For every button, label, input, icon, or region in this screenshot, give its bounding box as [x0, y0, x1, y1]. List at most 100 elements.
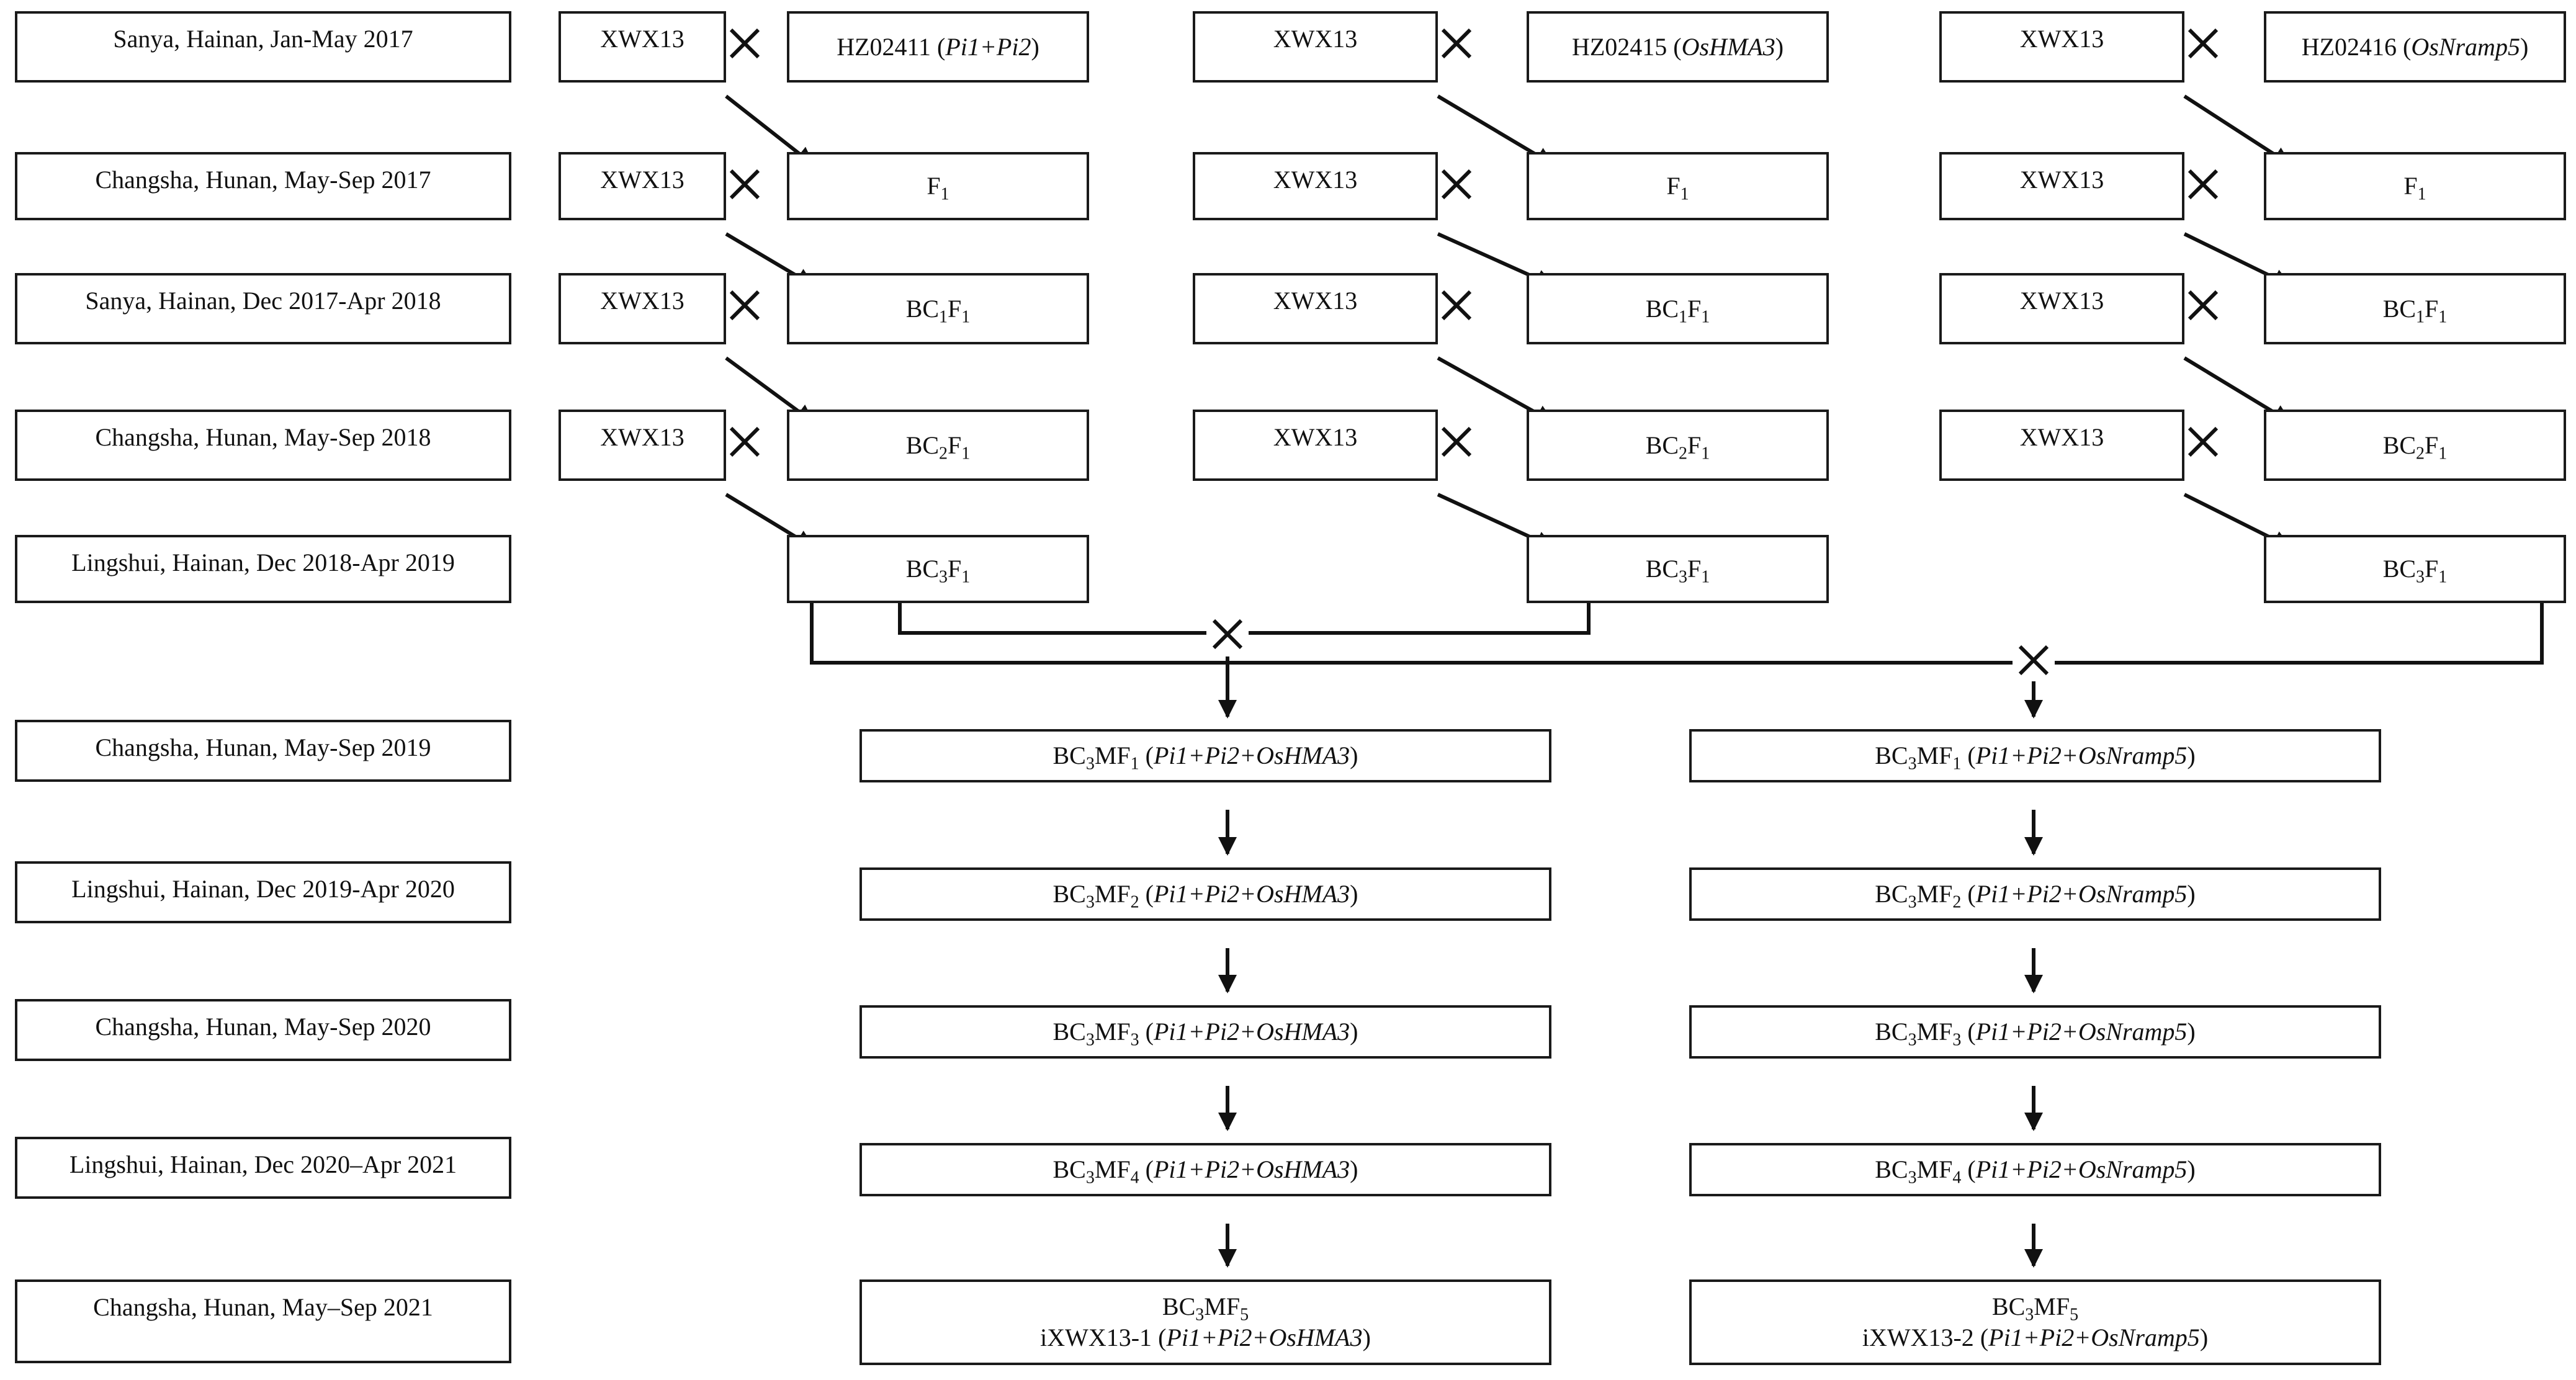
label-part: BC	[1052, 880, 1086, 908]
label-part: 3	[1679, 567, 1688, 587]
label-part: F	[2425, 294, 2439, 323]
recurrent-parent-box: XWX13	[1939, 273, 2184, 344]
label-part: F	[1687, 294, 1702, 323]
label-part: MF	[1916, 1018, 1953, 1046]
label-part: BC	[2382, 555, 2417, 583]
recurrent-parent-box: XWX13	[1193, 410, 1438, 481]
recurrent-parent-box: XWX13	[1193, 273, 1438, 344]
recurrent-parent-box: XWX13	[1939, 152, 2184, 220]
season-text: Lingshui, Hainan, Dec 2019-Apr 2020	[71, 875, 455, 903]
bc1f1-box: BC1F1	[1527, 273, 1829, 344]
gene-combination: Pi1+Pi2+OsHMA3	[1154, 1155, 1350, 1183]
recurrent-parent-label: XWX13	[2019, 287, 2104, 315]
season-label: Lingshui, Hainan, Dec 2020–Apr 2021	[15, 1137, 511, 1199]
label-part: F	[1687, 431, 1702, 459]
cross-symbol	[1435, 284, 1478, 326]
label-part: 2	[1952, 892, 1962, 912]
recurrent-parent-box: XWX13	[1939, 11, 2184, 83]
bc3mf-box: BC3MF1 (Pi1+Pi2+OsNramp5)	[1689, 729, 2381, 782]
label-part: BC	[1052, 742, 1086, 769]
label-part: MF	[1094, 1155, 1131, 1183]
season-label: Changsha, Hunan, May-Sep 2017	[15, 152, 511, 220]
recurrent-parent-label: XWX13	[1273, 166, 1358, 194]
cross-symbol	[724, 163, 766, 205]
gene-combination: Pi1+Pi2+OsNramp5	[1988, 1324, 2200, 1351]
label-part: F	[1687, 555, 1702, 583]
recurrent-parent-label: XWX13	[600, 25, 684, 53]
label-part: BC	[1875, 1018, 1908, 1046]
label-part: 1	[1701, 443, 1710, 463]
label-part: BC	[905, 555, 940, 583]
bc3mf-box: BC3MF4 (Pi1+Pi2+OsNramp5)	[1689, 1143, 2381, 1196]
season-text: Changsha, Hunan, May-Sep 2019	[95, 733, 431, 761]
label-part: F	[927, 172, 941, 200]
label-part: 1	[1701, 567, 1710, 587]
season-text: Changsha, Hunan, May-Sep 2018	[95, 423, 431, 451]
label-part: 3	[1130, 1030, 1139, 1050]
bc1f1-box: BC1F1	[2264, 273, 2566, 344]
label-part: BC	[1645, 431, 1679, 459]
cross-symbol	[2182, 284, 2224, 326]
recurrent-parent-label: XWX13	[2019, 423, 2104, 451]
label-part: 3	[2025, 1305, 2034, 1325]
label-part: BC	[1162, 1293, 1196, 1320]
label-part: MF	[1916, 1155, 1953, 1183]
cross-symbol	[724, 22, 766, 65]
label-part: 1	[2438, 443, 2448, 463]
bc3mf-box: BC3MF4 (Pi1+Pi2+OsHMA3)	[859, 1143, 1551, 1196]
gene-combination: Pi1+Pi2+OsNramp5	[1975, 742, 2188, 769]
label-part: BC	[905, 431, 940, 459]
bc3f1-box: BC3F1	[787, 535, 1089, 603]
recurrent-parent-label: XWX13	[1273, 423, 1358, 451]
label-part: BC	[1875, 742, 1908, 769]
cross-symbol	[2013, 639, 2055, 681]
bc2f1-box: BC2F1	[1527, 410, 1829, 481]
season-label: Changsha, Hunan, May-Sep 2019	[15, 720, 511, 782]
donor-gene: OsNramp5	[2411, 32, 2520, 61]
recurrent-parent-label: XWX13	[600, 166, 684, 194]
gene-combination: Pi1+Pi2+OsNramp5	[1975, 1155, 2188, 1183]
season-text: Sanya, Hainan, Jan-May 2017	[113, 25, 413, 53]
label-part: BC	[1645, 555, 1679, 583]
recurrent-parent-label: XWX13	[600, 423, 684, 451]
cross-symbol	[2182, 421, 2224, 463]
season-text: Changsha, Hunan, May–Sep 2021	[93, 1293, 433, 1321]
bc3mf-box: BC3MF3 (Pi1+Pi2+OsHMA3)	[859, 1005, 1551, 1059]
label-part: 3	[1085, 754, 1095, 774]
label-part: 1	[1680, 184, 1689, 204]
label-part: 1	[1952, 754, 1962, 774]
recurrent-parent-box: XWX13	[1193, 152, 1438, 220]
label-part: 1	[2416, 307, 2425, 326]
label-part: F	[2403, 172, 2418, 200]
bc3f1-box: BC3F1	[1527, 535, 1829, 603]
label-part: 4	[1952, 1168, 1962, 1188]
donor-parent-box: HZ02415 (OsHMA3)	[1527, 11, 1829, 83]
label-part: 3	[1952, 1030, 1962, 1050]
gene-combination: Pi1+Pi2+OsHMA3	[1154, 1018, 1350, 1046]
label-part: F	[948, 555, 962, 583]
donor-parent-box: HZ02411 (Pi1+Pi2)	[787, 11, 1089, 83]
label-part: BC	[1875, 880, 1908, 908]
label-part: BC	[2382, 431, 2417, 459]
cross-symbol	[724, 284, 766, 326]
recurrent-parent-box: XWX13	[559, 11, 726, 83]
gene-combination: Pi1+Pi2+OsHMA3	[1154, 742, 1350, 769]
label-part: 2	[939, 443, 948, 463]
label-part: F	[2425, 555, 2439, 583]
label-part: 1	[940, 184, 949, 204]
gene-combination: Pi1+Pi2+OsNramp5	[1975, 1018, 2188, 1046]
donor-id: HZ02415	[1571, 32, 1667, 61]
cross-symbol	[1435, 421, 1478, 463]
f1-box: F1	[787, 152, 1089, 220]
label-part: MF	[1094, 742, 1131, 769]
recurrent-parent-label: XWX13	[2019, 166, 2104, 194]
label-part: 3	[1085, 892, 1095, 912]
label-part: 2	[2416, 443, 2425, 463]
gene-combination: Pi1+Pi2+OsHMA3	[1166, 1324, 1363, 1351]
bc3mf-box: BC3MF2 (Pi1+Pi2+OsHMA3)	[859, 867, 1551, 921]
bc3mf-box: BC3MF1 (Pi1+Pi2+OsHMA3)	[859, 729, 1551, 782]
season-text: Lingshui, Hainan, Dec 2018-Apr 2019	[71, 549, 455, 576]
label-part: 1	[961, 443, 971, 463]
bc1f1-box: BC1F1	[787, 273, 1089, 344]
